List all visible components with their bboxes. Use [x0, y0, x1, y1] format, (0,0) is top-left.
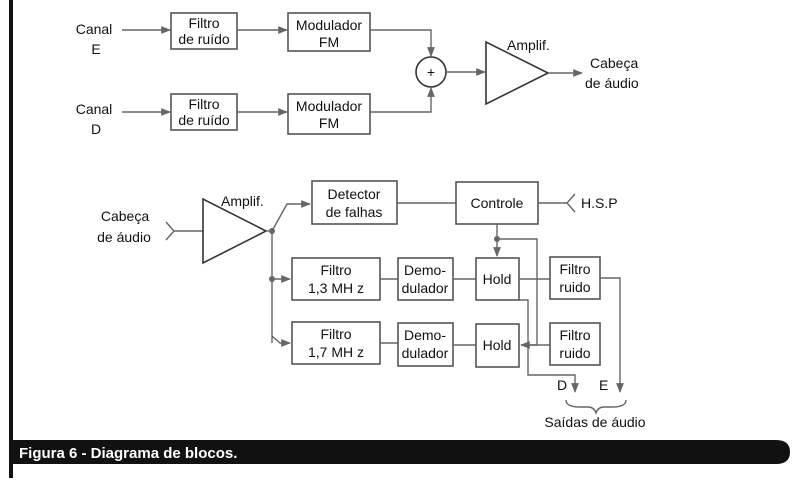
- filtro-ruido2-line2: ruido: [559, 345, 590, 361]
- adder-symbol: +: [427, 64, 435, 80]
- filtro-17-line1: Filtro: [320, 326, 351, 342]
- hsp-connector-symbol: [566, 193, 576, 213]
- bottom-diagram: Cabeça de áudio Amplif. Detector de falh…: [97, 180, 646, 430]
- canal-d-label-line2: D: [91, 121, 101, 137]
- wire-mod-d-to-adder: [370, 87, 435, 113]
- top-output-line1: Cabeça: [590, 55, 638, 71]
- top-amp-label: Amplif.: [507, 37, 550, 53]
- demod2-line2: dulador: [402, 345, 449, 361]
- filtro-ruido2-line1: Filtro: [559, 327, 590, 343]
- wire-mod-e-to-adder: [370, 29, 435, 57]
- bottom-amplifier-triangle: [202, 197, 268, 265]
- canal-e-label-line2: E: [91, 41, 100, 57]
- filtro-ruido-box-e: [170, 12, 238, 50]
- filtro-ruido-d-line1: Filtro: [188, 96, 219, 112]
- hold-box-2: [475, 323, 520, 368]
- figure-caption: Figura 6 - Diagrama de blocos.: [11, 440, 790, 464]
- filtro-ruido-box-2: [549, 322, 601, 366]
- hsp-label: H.S.P: [581, 195, 618, 211]
- modulador-fm-box-e: [287, 12, 371, 52]
- filtro-13-line2: 1,3 MH z: [308, 280, 364, 296]
- caption-text: Figura 6 - Diagrama de blocos.: [19, 445, 237, 462]
- bottom-amp-label: Amplif.: [221, 193, 264, 209]
- out-e-label: E: [599, 377, 608, 393]
- saidas-brace: [565, 399, 627, 416]
- filtro-13-box: [291, 257, 381, 301]
- modulador-fm-box-d: [287, 93, 371, 135]
- hold1-label: Hold: [483, 271, 512, 287]
- hold2-label: Hold: [483, 337, 512, 353]
- wire-filtro-ruido1-to-out-e: [600, 277, 624, 393]
- filtro-ruido-e-line1: Filtro: [188, 15, 219, 31]
- wire-amp-to-detector: [271, 200, 311, 232]
- top-amplifier-triangle: [485, 40, 550, 106]
- filtro-ruido1-line1: Filtro: [559, 261, 590, 277]
- top-diagram: Canal E Filtro de ruído Modulador FM Can…: [76, 12, 639, 137]
- bottom-input-line1: Cabeça: [101, 208, 149, 224]
- demod2-line1: Demo-: [404, 327, 446, 343]
- modulador-e-line2: FM: [319, 34, 339, 50]
- canal-e-label-line1: Canal: [76, 21, 113, 37]
- demodulador-box-1: [397, 257, 454, 301]
- saidas-audio-label: Saídas de áudio: [544, 414, 645, 430]
- caption-bar-background: [11, 440, 790, 464]
- controle-label: Controle: [471, 195, 524, 211]
- canal-d-label-line1: Canal: [76, 101, 113, 117]
- filtro-13-line1: Filtro: [320, 262, 351, 278]
- filtro-ruido-d-line2: de ruído: [178, 112, 230, 128]
- detector-line1: Detector: [328, 186, 381, 202]
- demod1-line1: Demo-: [404, 262, 446, 278]
- modulador-d-line2: FM: [319, 115, 339, 131]
- wire-to-out-d: [519, 299, 579, 393]
- wire-trunk-to-filter17: [271, 335, 291, 347]
- top-output-line2: de áudio: [585, 75, 639, 91]
- demod1-line2: dulador: [402, 280, 449, 296]
- filtro-17-line2: 1,7 MH z: [308, 344, 364, 360]
- filtro-ruido-box-d: [170, 93, 238, 131]
- hold-box-1: [475, 257, 520, 301]
- bottom-input-line2: de áudio: [97, 229, 151, 245]
- filtro-ruido-e-line2: de ruído: [178, 31, 230, 47]
- filtro-ruido1-line2: ruido: [559, 279, 590, 295]
- modulador-e-line1: Modulador: [296, 17, 362, 33]
- out-d-label: D: [557, 377, 567, 393]
- modulador-d-line1: Modulador: [296, 98, 362, 114]
- demodulador-box-2: [397, 322, 454, 367]
- detector-line2: de falhas: [326, 204, 383, 220]
- input-connector-symbol: [165, 221, 175, 241]
